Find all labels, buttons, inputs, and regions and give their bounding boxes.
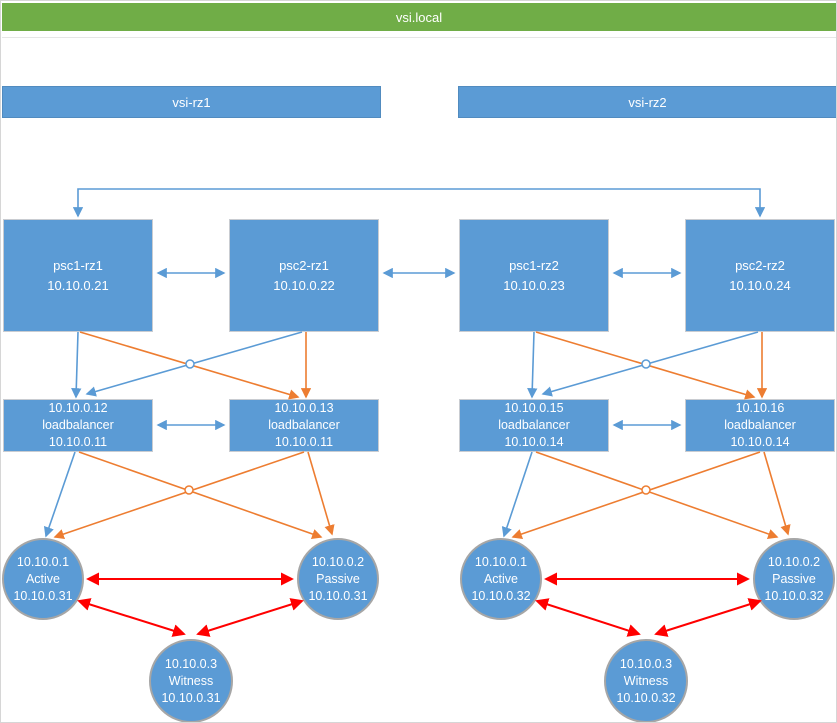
node-hostname: psc1-rz2 (509, 257, 559, 273)
arrow-psc2rz2-lb3 (541, 331, 759, 397)
node-hostname: psc2-rz1 (279, 257, 329, 273)
node-loadbalancer-1: 10.10.0.12 loadbalancer 10.10.0.11 (3, 399, 153, 452)
node-psc1-rz2: psc1-rz2 10.10.0.23 (459, 219, 609, 332)
line-hop (184, 485, 194, 495)
arrow-psc1rz2-lb3 (527, 331, 538, 399)
lb-ip: 10.10.0.14 (504, 435, 564, 449)
vc-ip: 10.10.0.1 (16, 554, 70, 569)
arrow-psc2rz1-lb1 (85, 331, 303, 397)
arrow-lb1-passive-rz1 (78, 451, 323, 539)
node-loadbalancer-3: 10.10.0.15 loadbalancer 10.10.0.14 (459, 399, 609, 452)
vc-role: Witness (168, 673, 214, 688)
node-witness-rz2: 10.10.0.3 Witness 10.10.0.32 (604, 639, 688, 722)
node-psc2-rz1: psc2-rz1 10.10.0.22 (229, 219, 379, 332)
header-separator (2, 37, 836, 38)
node-ip: 10.10.0.24 (729, 277, 791, 293)
vc-host: 10.10.0.32 (764, 588, 824, 603)
vc-host: 10.10.0.31 (308, 588, 368, 603)
node-ip: 10.10.0.22 (273, 277, 335, 293)
vc-ip: 10.10.0.2 (311, 554, 365, 569)
arrow-passive-witness-rz1 (196, 598, 304, 637)
arrow-lb3-active-rz2 (501, 451, 533, 538)
lb-vip: 10.10.16 (735, 401, 785, 415)
lb-vip: 10.10.0.13 (274, 401, 334, 415)
lb-label: loadbalancer (42, 418, 114, 432)
node-ip: 10.10.0.21 (47, 277, 109, 293)
domain-label: vsi.local (395, 9, 443, 25)
node-loadbalancer-2: 10.10.0.13 loadbalancer 10.10.0.11 (229, 399, 379, 452)
zone-label: vsi-rz1 (172, 94, 211, 110)
lb-ip: 10.10.0.11 (48, 435, 108, 449)
node-passive-rz2: 10.10.0.2 Passive 10.10.0.32 (753, 538, 835, 620)
node-ip: 10.10.0.23 (503, 277, 565, 293)
arrow-lb4-active-rz2 (511, 451, 761, 540)
vc-role: Witness (623, 673, 669, 688)
line-hop (641, 485, 651, 495)
arrow-lb2-active-rz1 (53, 451, 305, 540)
node-hostname: psc1-rz1 (53, 257, 103, 273)
domain-bar: vsi.local (2, 3, 836, 31)
line-hop (185, 359, 195, 369)
zone-bar-vsi-rz2: vsi-rz2 (458, 86, 836, 118)
node-psc1-rz1: psc1-rz1 10.10.0.21 (3, 219, 153, 332)
arrow-lb4-passive-rz2 (763, 451, 791, 536)
node-active-rz1: 10.10.0.1 Active 10.10.0.31 (2, 538, 84, 620)
lb-label: loadbalancer (498, 418, 570, 432)
lb-label: loadbalancer (268, 418, 340, 432)
vc-host: 10.10.0.32 (616, 690, 676, 705)
arrow-psc1rz2-lb4 (535, 331, 756, 400)
lb-vip: 10.10.0.12 (48, 401, 108, 415)
vc-role: Passive (316, 571, 360, 586)
vc-ip: 10.10.0.2 (767, 554, 821, 569)
vc-host: 10.10.0.32 (471, 588, 531, 603)
arrow-active-witness-rz1 (77, 598, 186, 637)
lb-vip: 10.10.0.15 (504, 401, 564, 415)
node-witness-rz1: 10.10.0.3 Witness 10.10.0.31 (149, 639, 233, 722)
node-passive-rz1: 10.10.0.2 Passive 10.10.0.31 (297, 538, 379, 620)
vc-host: 10.10.0.31 (13, 588, 73, 603)
zone-bar-vsi-rz1: vsi-rz1 (2, 86, 381, 118)
node-hostname: psc2-rz2 (735, 257, 785, 273)
lb-ip: 10.10.0.11 (274, 435, 334, 449)
arrow-lb3-passive-rz2 (535, 451, 779, 539)
lb-label: loadbalancer (724, 418, 796, 432)
lb-ip: 10.10.0.14 (730, 435, 790, 449)
vc-role: Active (25, 571, 61, 586)
vc-ip: 10.10.0.3 (164, 656, 218, 671)
zone-label: vsi-rz2 (628, 94, 667, 110)
vc-ip: 10.10.0.3 (619, 656, 673, 671)
arrow-passive-witness-rz2 (654, 598, 762, 637)
node-active-rz2: 10.10.0.1 Active 10.10.0.32 (460, 538, 542, 620)
vc-role: Active (483, 571, 519, 586)
vc-host: 10.10.0.31 (161, 690, 221, 705)
vc-ip: 10.10.0.1 (474, 554, 528, 569)
line-hop (641, 359, 651, 369)
arrow-lb1-active-rz1 (43, 451, 76, 538)
arrow-psc1rz1-lb2 (79, 331, 300, 400)
vc-role: Passive (772, 571, 816, 586)
arrow-psc1rz1-psc2rz2-bracket (72, 188, 766, 218)
node-loadbalancer-4: 10.10.16 loadbalancer 10.10.0.14 (685, 399, 835, 452)
node-psc2-rz2: psc2-rz2 10.10.0.24 (685, 219, 835, 332)
arrow-active-witness-rz2 (535, 598, 641, 637)
arrow-lb2-passive-rz1 (307, 451, 335, 536)
arrow-psc1rz1-lb1 (71, 331, 82, 399)
